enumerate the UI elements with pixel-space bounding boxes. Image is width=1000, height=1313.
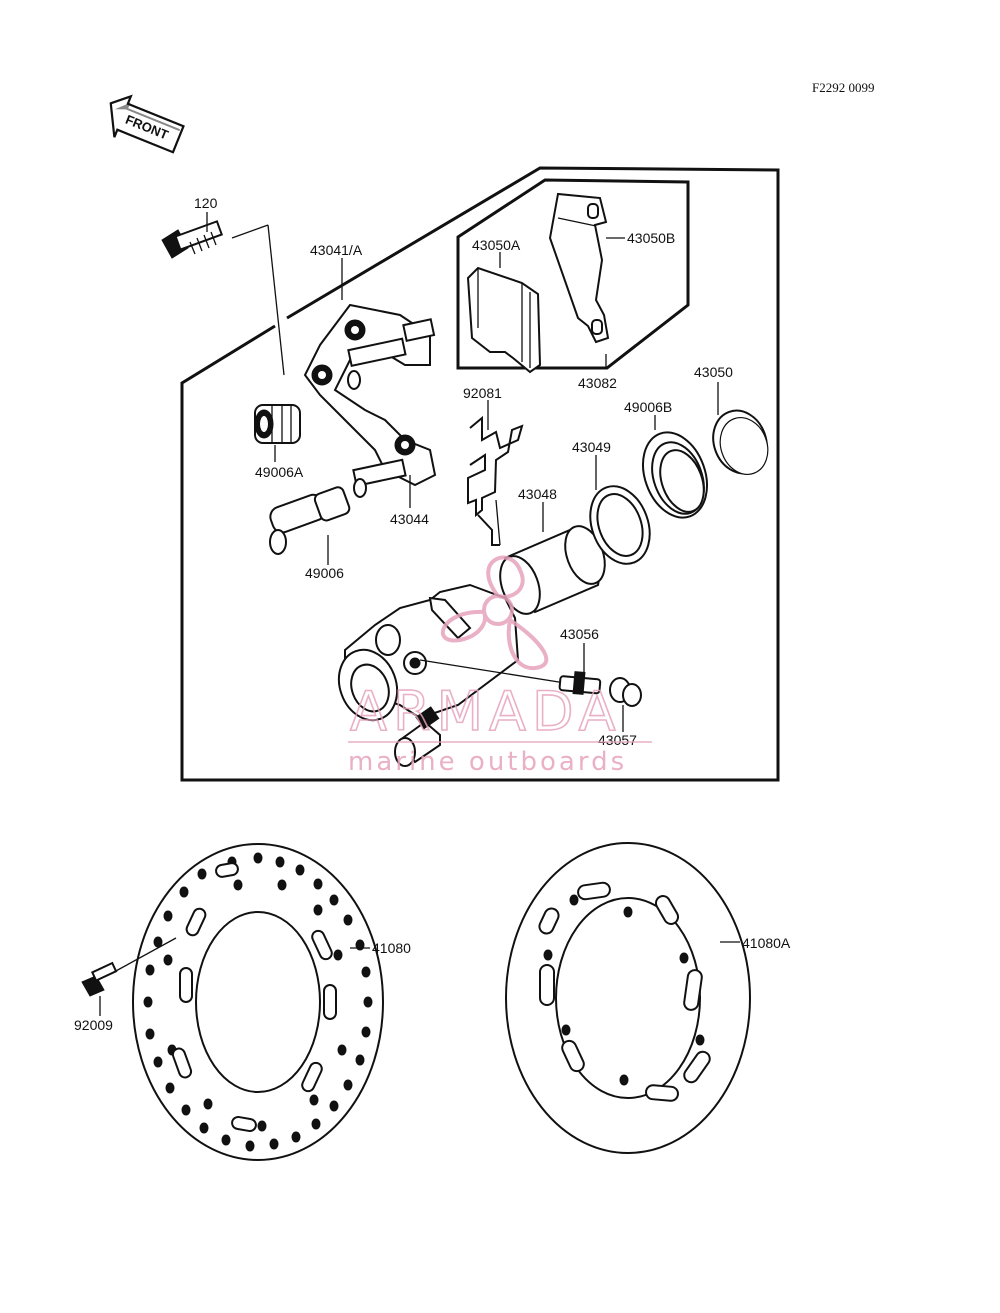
watermark-brand: ARMADA [350, 680, 622, 743]
label-43050: 43050 [694, 364, 733, 380]
label-43056: 43056 [560, 626, 599, 642]
leader-120-b [231, 224, 269, 239]
label-43050b: 43050B [627, 230, 675, 246]
label-43048: 43048 [518, 486, 557, 502]
caliper-bracket-icon [303, 303, 437, 498]
leader-body [419, 659, 566, 684]
front-arrow-icon: FRONT [109, 94, 185, 154]
screw-92009-icon [81, 961, 118, 997]
watermark-tagline: marine outboards [348, 747, 627, 777]
label-92081: 92081 [463, 385, 502, 401]
label-43057: 43057 [598, 732, 637, 748]
cap-43057-icon [609, 677, 642, 707]
caliper-assembly-outline [180, 166, 780, 782]
pad-43050b-icon [548, 192, 610, 344]
label-41080: 41080 [372, 940, 411, 956]
label-43050a: 43050A [472, 237, 521, 253]
pin-49006-icon [269, 486, 351, 555]
leader-92009-disc [113, 937, 177, 973]
label-49006a: 49006A [255, 464, 304, 480]
label-43082: 43082 [578, 375, 617, 391]
armada-watermark: ARMADA marine outboards [348, 555, 652, 777]
figure-code: F2292 0099 [812, 80, 874, 95]
label-49006: 49006 [305, 565, 344, 581]
bolt-120-icon [161, 220, 224, 259]
brake-disc-41080-icon [132, 843, 384, 1161]
brake-disc-41080a-icon [505, 842, 751, 1154]
label-92009: 92009 [74, 1017, 113, 1033]
seal-49006b-icon [642, 431, 708, 519]
cap-43050-icon [712, 409, 769, 475]
caliper-body-icon [337, 583, 520, 767]
label-120: 120 [194, 195, 218, 211]
label-43044: 43044 [390, 511, 429, 527]
seal-43049-icon [589, 485, 651, 565]
leader-120-c [267, 224, 285, 376]
label-43041a: 43041/A [310, 242, 363, 258]
pad-43050a-icon [466, 266, 542, 374]
label-49006b: 49006B [624, 399, 672, 415]
label-41080a: 41080A [742, 935, 791, 951]
label-43049: 43049 [572, 439, 611, 455]
armada-logo-icon [440, 555, 549, 671]
spring-92081-icon [467, 415, 524, 546]
bleeder-43056-icon [558, 671, 602, 695]
boot-49006a-icon [254, 404, 301, 444]
pad-group-outline [456, 178, 690, 370]
